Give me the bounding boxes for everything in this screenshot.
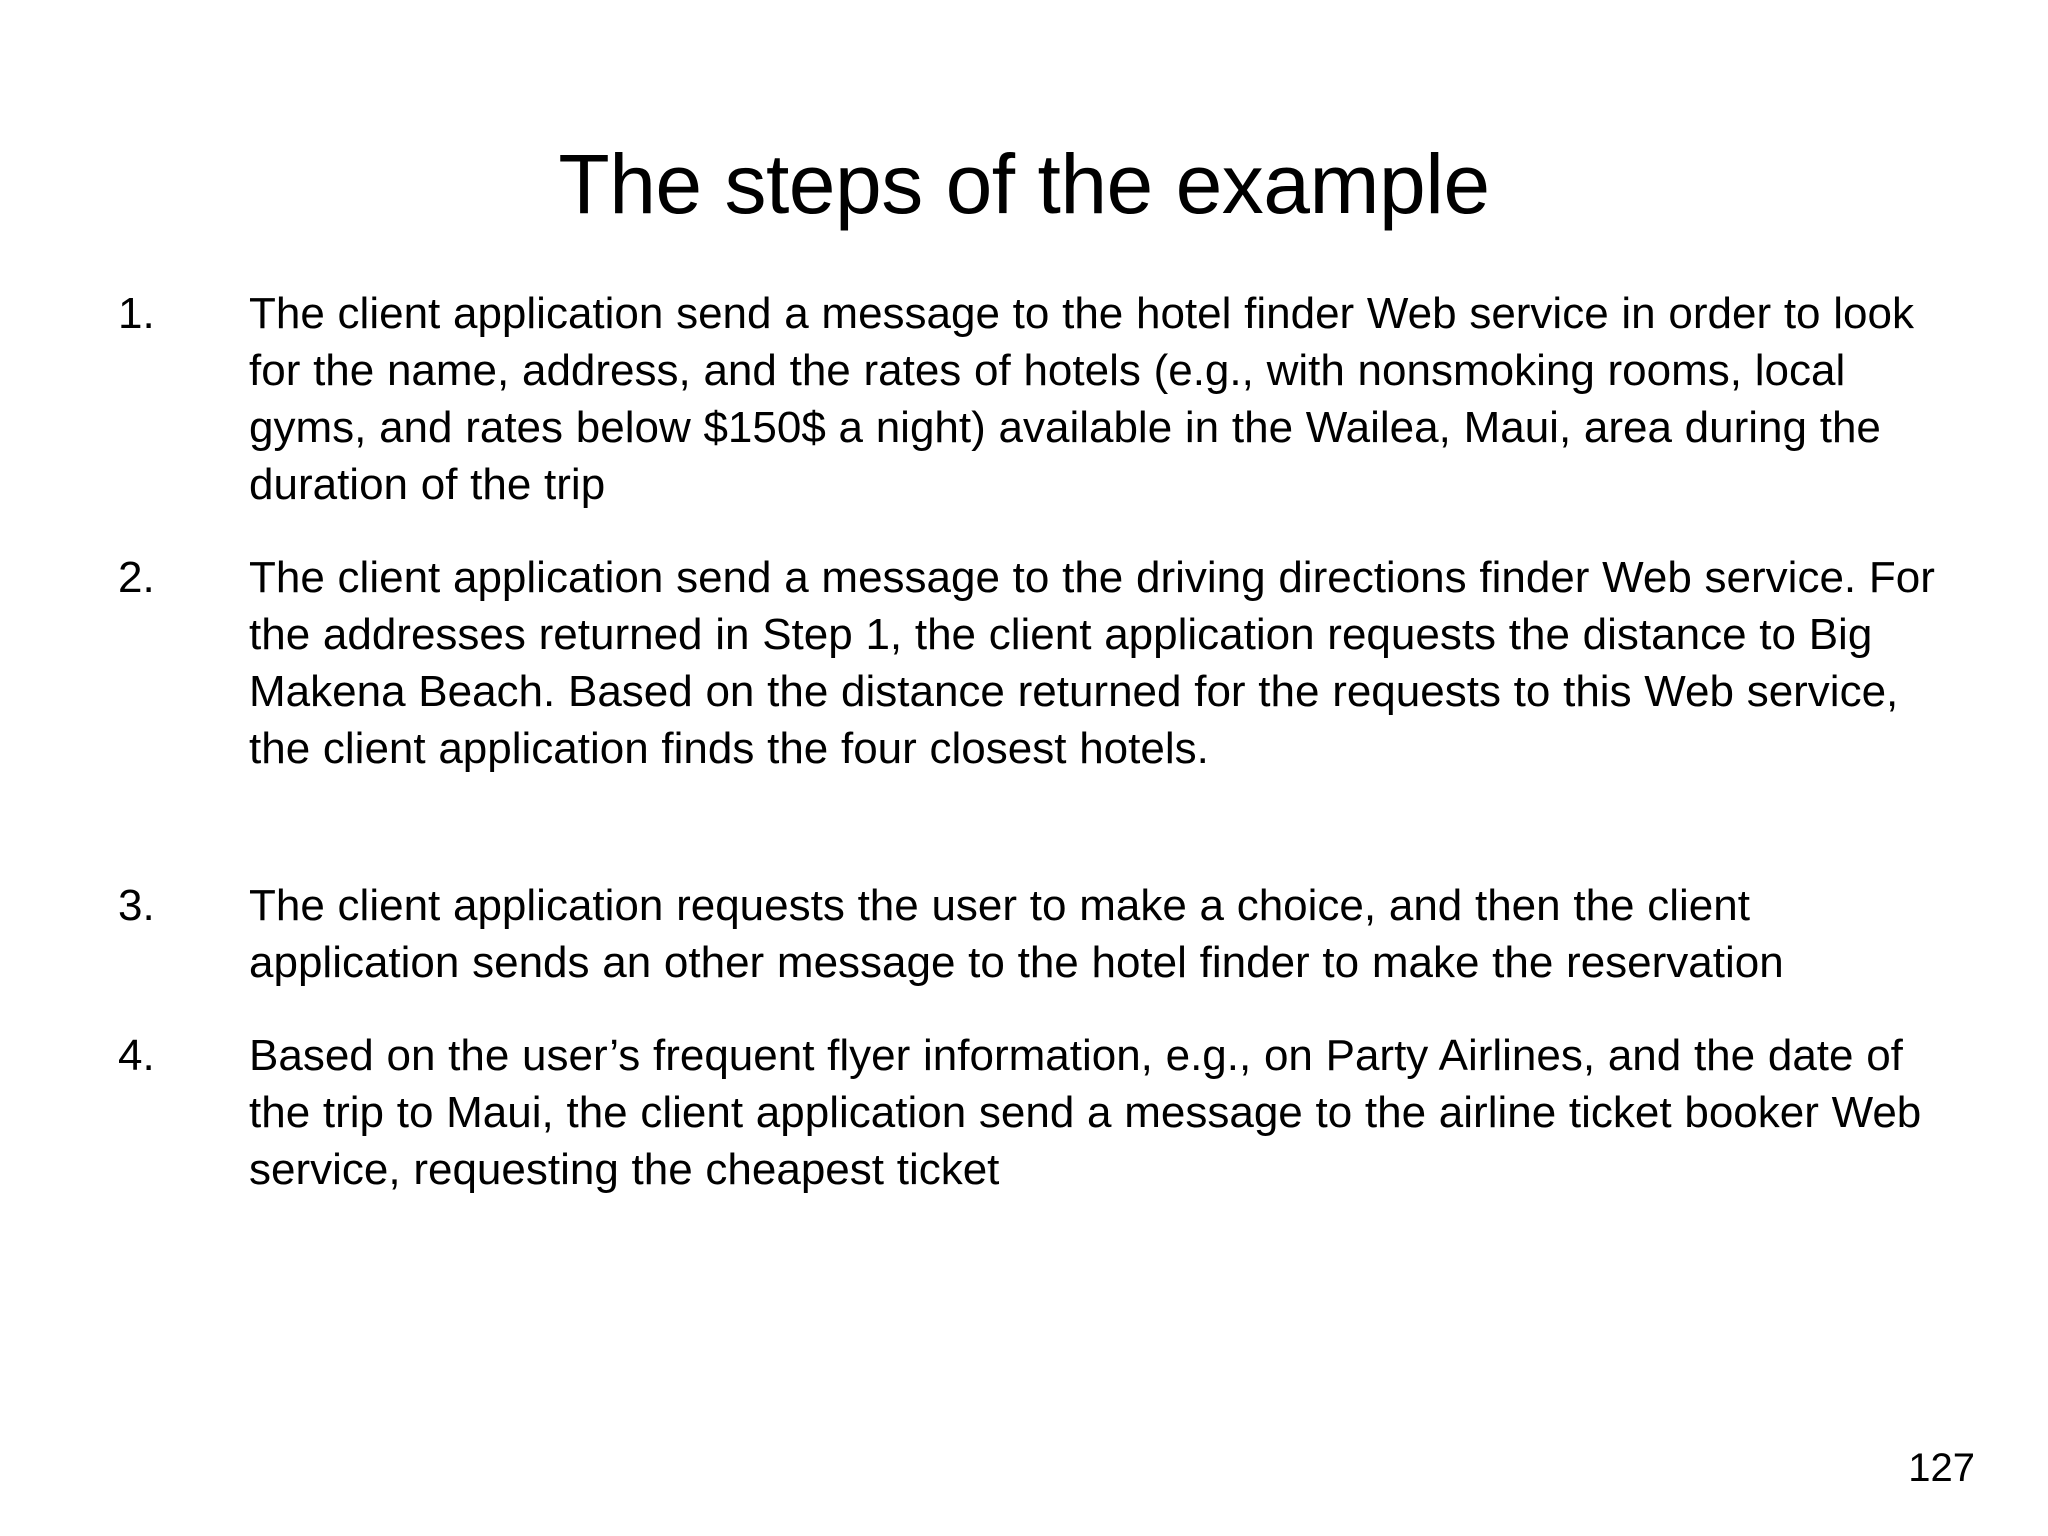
list-item-number: 3. <box>118 881 155 930</box>
list-item-number: 1. <box>118 289 155 338</box>
list-item-text: The client application send a message to… <box>249 289 1914 509</box>
list-item-text: The client application send a message to… <box>249 553 1935 773</box>
list-item: 4. Based on the user’s frequent flyer in… <box>118 1027 1938 1198</box>
list-item-text: Based on the user’s frequent flyer infor… <box>249 1031 1922 1194</box>
page-number: 127 <box>1908 1446 1975 1490</box>
list-item: 1. The client application send a message… <box>118 285 1938 513</box>
numbered-steps-list: 1. The client application send a message… <box>118 285 1938 1234</box>
list-item: 3. The client application requests the u… <box>118 877 1938 991</box>
list-item-number: 4. <box>118 1031 155 1080</box>
list-item-number: 2. <box>118 553 155 602</box>
list-item: 2. The client application send a message… <box>118 549 1938 777</box>
list-item-text: The client application requests the user… <box>249 881 1784 987</box>
page-title: The steps of the example <box>558 137 1490 232</box>
